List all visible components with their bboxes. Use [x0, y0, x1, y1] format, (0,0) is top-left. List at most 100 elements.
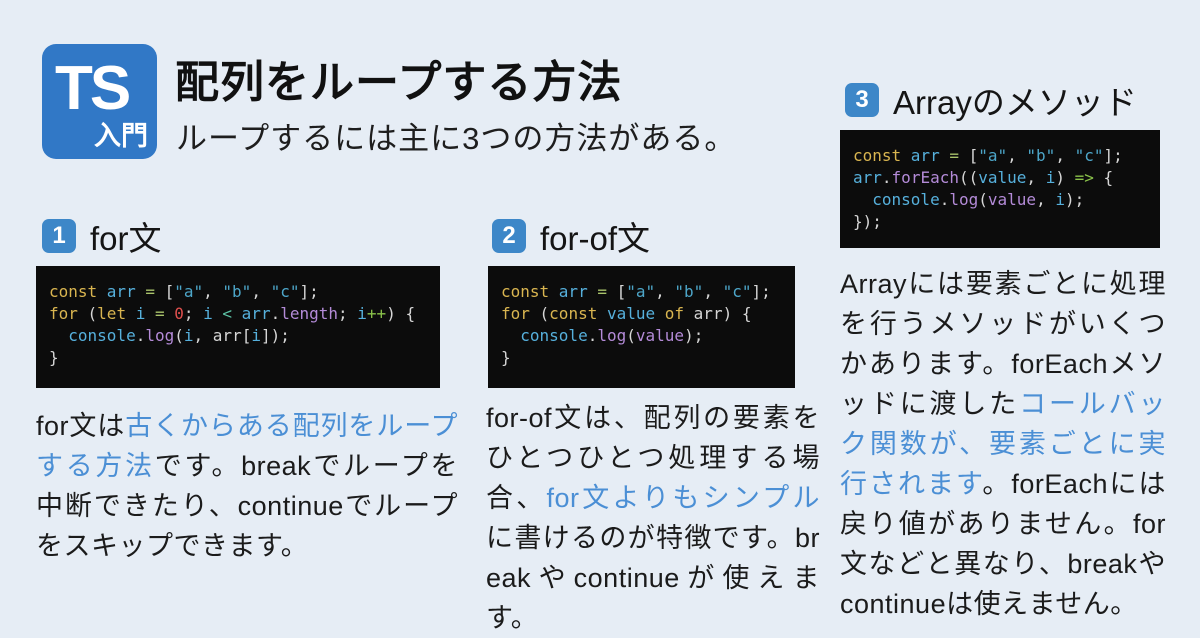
code-token: ]; — [1103, 146, 1123, 165]
highlighted-text-run: for文よりもシンプル — [546, 483, 820, 513]
code-line: for (const value of arr) { — [501, 303, 782, 325]
code-line: for (let i = 0; i < arr.length; i++) { — [49, 303, 427, 325]
code-token: [ — [968, 146, 979, 165]
section-title-for-of: for-of文 — [540, 220, 651, 257]
code-token: const — [853, 146, 911, 165]
code-token: for — [501, 304, 540, 323]
code-line: }); — [853, 211, 1147, 233]
code-line: const arr = ["a", "b", "c"]; — [49, 281, 427, 303]
code-line: console.log(i, arr[i]); — [49, 325, 427, 347]
code-token: , — [1007, 146, 1027, 165]
code-token: i — [357, 304, 367, 323]
code-token: . — [135, 326, 146, 345]
code-token: . — [881, 168, 892, 187]
code-token: console — [520, 326, 588, 345]
code-token: [ — [164, 282, 175, 301]
code-token: "a" — [174, 282, 204, 301]
code-token: value — [635, 326, 685, 345]
code-token: arr — [558, 282, 598, 301]
code-token: , — [655, 282, 675, 301]
code-token: 0 — [174, 304, 184, 323]
section-header-array-method: 3 Arrayのメソッド — [845, 76, 1137, 124]
code-token: of — [664, 304, 694, 323]
code-token: ; — [338, 304, 358, 323]
code-token: "b" — [222, 282, 252, 301]
code-token: console — [68, 326, 136, 345]
code-token: "c" — [270, 282, 300, 301]
code-block-for-of: const arr = ["a", "b", "c"];for (const v… — [488, 266, 795, 388]
text-run: です。breakでループを中断できたり、continueでループをスキップできま… — [36, 451, 458, 561]
code-token: let — [97, 304, 136, 323]
code-token: , — [1055, 146, 1075, 165]
code-token: log — [949, 190, 979, 209]
code-token: , — [203, 282, 223, 301]
code-token: for — [49, 304, 88, 323]
code-line: } — [501, 347, 782, 369]
code-token: , — [1026, 168, 1046, 187]
code-token: ]); — [260, 326, 290, 345]
code-token: arr — [106, 282, 146, 301]
code-token — [49, 326, 68, 345]
code-line: } — [49, 347, 427, 369]
code-token: ]; — [751, 282, 771, 301]
text-run: Arrayには要素ごとに処理を行うメソッドがいくつかあります。forEachメソ… — [840, 269, 1166, 419]
description-for: for文は古くからある配列をループする方法です。breakでループを中断できたり… — [36, 406, 458, 566]
code-token: "c" — [1074, 146, 1104, 165]
code-token: length — [280, 304, 339, 323]
code-token: ); — [1064, 190, 1085, 209]
code-token: ( — [539, 304, 550, 323]
text-run: for-of文は、配列の要素をひとつひとつ処理する場合、 — [486, 403, 820, 513]
code-token: }); — [853, 212, 882, 231]
highlighted-text-run: コールバック関数が、要素ごとに実行されます — [840, 389, 1167, 499]
code-token: . — [270, 304, 281, 323]
code-token: = — [597, 282, 617, 301]
code-token: arr — [910, 146, 950, 165]
section-number-badge-3: 3 — [845, 83, 879, 117]
code-token: i — [135, 304, 155, 323]
code-token: , — [251, 282, 271, 301]
code-token: , — [193, 326, 213, 345]
code-token: ( — [626, 326, 636, 345]
code-token: const — [549, 304, 607, 323]
code-token: ; — [183, 304, 204, 323]
logo-nyumon-text: 入門 — [94, 121, 148, 151]
code-token: value — [606, 304, 665, 323]
code-token: . — [939, 190, 950, 209]
code-token: "a" — [978, 146, 1008, 165]
code-token: [ — [241, 326, 252, 345]
code-token: ) — [1055, 168, 1075, 187]
code-token: } — [501, 348, 511, 367]
code-token: console — [872, 190, 940, 209]
code-token: ]; — [299, 282, 319, 301]
section-header-for: 1 for文 — [42, 212, 162, 260]
code-token: i — [251, 326, 261, 345]
code-token: } — [49, 348, 59, 367]
text-run: 。forEachには戻り値がありません。for文などと異なり、breakやcon… — [840, 469, 1166, 619]
code-token: "b" — [1026, 146, 1056, 165]
description-array-method: Arrayには要素ごとに処理を行うメソッドがいくつかあります。forEachメソ… — [840, 264, 1166, 624]
code-token: ( — [174, 326, 184, 345]
code-block-array-method: const arr = ["a", "b", "c"];arr.forEach(… — [840, 130, 1160, 248]
code-token: arr — [212, 326, 242, 345]
page-title: 配列をループする方法 — [175, 58, 623, 107]
code-token: [ — [616, 282, 627, 301]
code-token: (( — [958, 168, 979, 187]
code-token — [853, 190, 872, 209]
code-token: ( — [978, 190, 988, 209]
code-line: const arr = ["a", "b", "c"]; — [853, 145, 1147, 167]
code-token: ); — [684, 326, 704, 345]
code-token: => — [1074, 168, 1104, 187]
code-token: "b" — [674, 282, 704, 301]
section-number-badge-1: 1 — [42, 219, 76, 253]
code-token: = — [949, 146, 969, 165]
code-token: value — [978, 168, 1027, 187]
code-token: arr — [241, 304, 271, 323]
code-token: i — [203, 304, 223, 323]
code-token: ++ — [366, 304, 387, 323]
code-token: const — [501, 282, 559, 301]
section-title-for: for文 — [90, 220, 162, 257]
code-token: log — [597, 326, 627, 345]
description-for-of: for-of文は、配列の要素をひとつひとつ処理する場合、for文よりもシンプルに… — [486, 398, 820, 638]
code-token: i — [183, 326, 194, 345]
code-token: { — [1103, 168, 1114, 187]
